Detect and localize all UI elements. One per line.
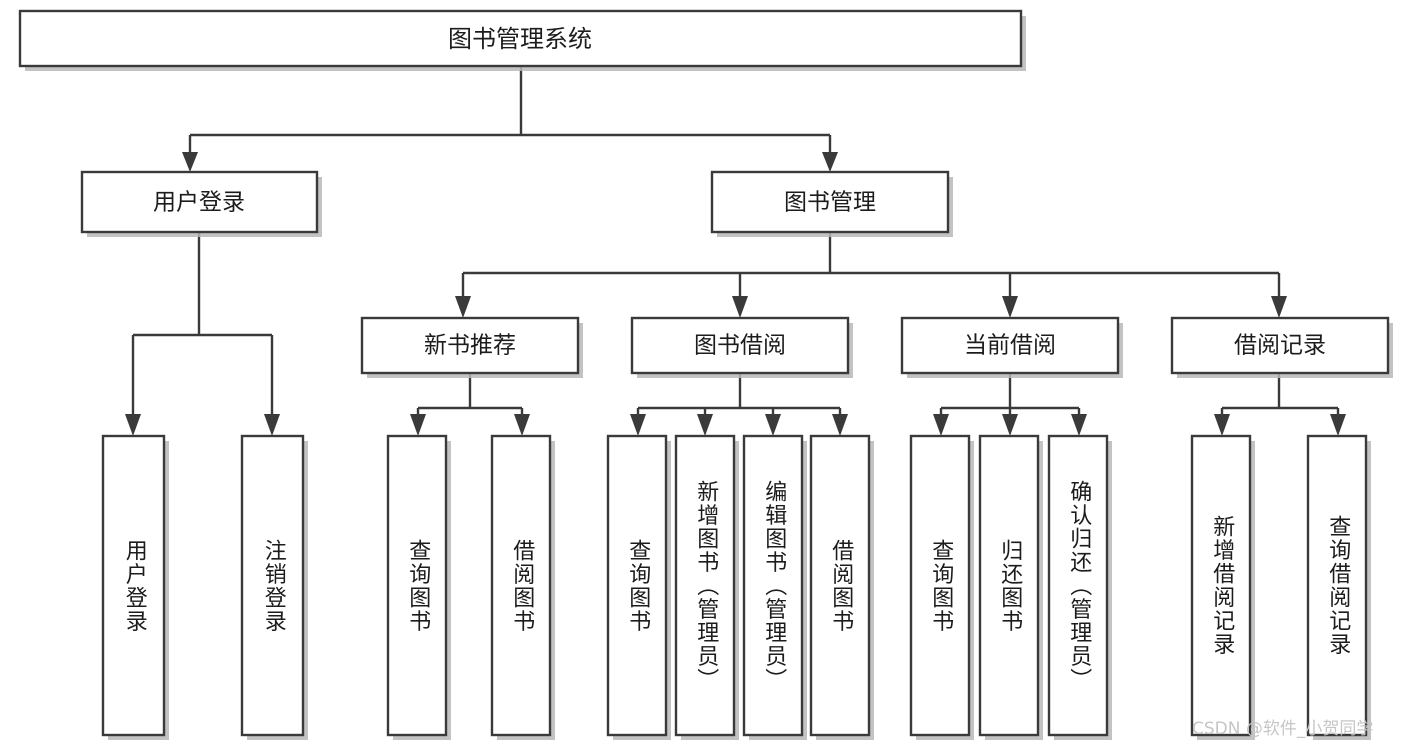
arrow-leaf-return-book <box>1002 414 1018 436</box>
node-leaf-user-login-box[interactable] <box>101 434 166 737</box>
node-leaf-borrow-book-2-box[interactable] <box>809 434 871 737</box>
node-new-book-rec-box[interactable] <box>360 316 580 375</box>
arrow-to-user-login <box>182 152 198 172</box>
node-leaf-add-record-box[interactable] <box>1190 434 1252 737</box>
arrow-to-book-borrow <box>732 296 748 318</box>
node-leaf-borrow-book-1-box[interactable] <box>490 434 552 737</box>
node-borrow-record-box[interactable] <box>1170 316 1390 375</box>
arrow-to-book-manage <box>822 152 838 172</box>
arrow-leaf-edit-book <box>765 414 781 436</box>
arrow-leaf-user-login <box>125 414 141 436</box>
arrow-leaf-query-record <box>1330 414 1346 436</box>
node-current-borrow-label: 当前借阅 <box>964 333 1056 359</box>
node-leaf-return-book-box[interactable] <box>978 434 1040 737</box>
node-new-book-rec-label: 新书推荐 <box>424 333 516 359</box>
arrow-to-current-borrow <box>1002 296 1018 318</box>
node-root-label: 图书管理系统 <box>448 25 592 53</box>
node-leaf-query-book-2-box[interactable] <box>606 434 668 737</box>
arrow-leaf-query-book-3 <box>933 414 949 436</box>
node-book-borrow-label: 图书借阅 <box>694 333 786 359</box>
node-borrow-record-label: 借阅记录 <box>1234 333 1326 359</box>
node-current-borrow-box[interactable] <box>900 316 1120 375</box>
node-user-login-label: 用户登录 <box>153 190 245 216</box>
arrow-to-borrow-record <box>1271 296 1287 318</box>
arrow-leaf-query-book-1 <box>410 414 426 436</box>
node-user-login-box[interactable] <box>80 170 319 234</box>
arrow-leaf-add-record <box>1214 414 1230 436</box>
arrow-leaf-confirm-return <box>1071 414 1087 436</box>
arrow-leaf-logout <box>264 414 280 436</box>
node-book-borrow-box[interactable] <box>630 316 850 375</box>
connector-layer <box>125 66 1346 436</box>
node-leaf-confirm-return-box[interactable] <box>1047 434 1109 737</box>
node-leaf-query-book-3-box[interactable] <box>909 434 971 737</box>
node-leaf-logout-box[interactable] <box>240 434 305 737</box>
node-leaf-edit-book-box[interactable] <box>742 434 804 737</box>
arrow-leaf-add-book <box>697 414 713 436</box>
arrow-leaf-borrow-book-2 <box>832 414 848 436</box>
arrow-to-new-book-rec <box>455 296 471 318</box>
csdn-watermark: CSDN @软件_小贺同学 <box>1192 719 1374 739</box>
node-layer: 图书管理系统 用户登录 图书管理 新书推荐 图书借阅 当前借阅 借阅记录 <box>18 9 1393 740</box>
node-book-manage-label: 图书管理 <box>784 190 876 216</box>
node-root-box[interactable] <box>18 9 1023 68</box>
arrow-leaf-query-book-2 <box>630 414 646 436</box>
node-leaf-add-book-box[interactable] <box>674 434 736 737</box>
node-leaf-query-record-box[interactable] <box>1306 434 1368 737</box>
node-leaf-query-book-1-box[interactable] <box>386 434 448 737</box>
node-book-manage-box[interactable] <box>710 170 950 234</box>
arrow-leaf-borrow-book-1 <box>514 414 530 436</box>
